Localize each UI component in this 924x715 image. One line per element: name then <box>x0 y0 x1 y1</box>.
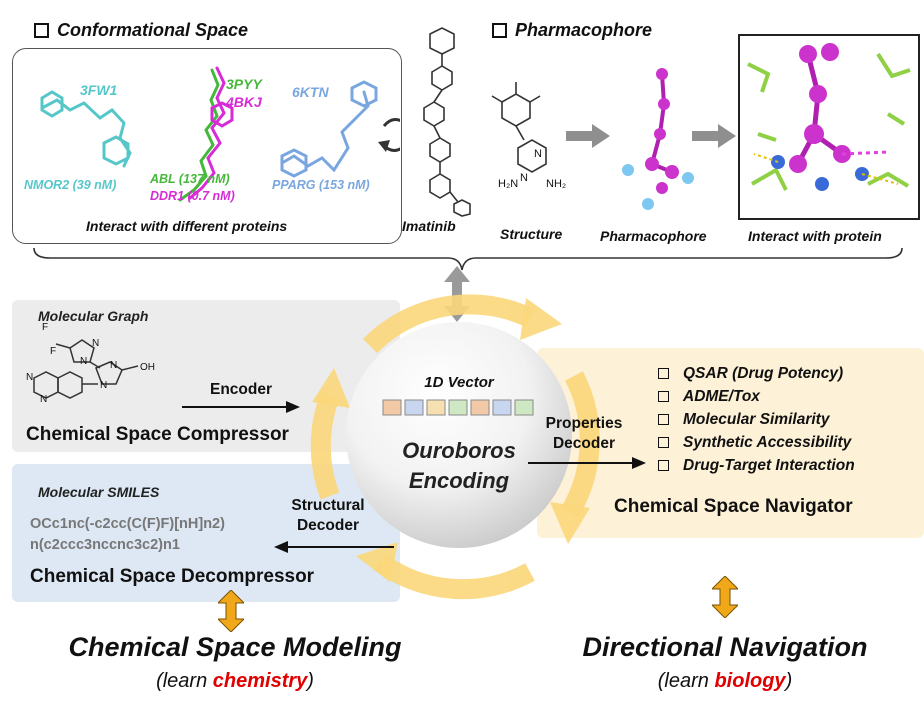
vector-cell <box>492 399 512 416</box>
atom-n6: N <box>40 394 48 405</box>
vector-cells <box>382 399 534 416</box>
checkbox-square-icon <box>658 460 669 471</box>
atom-n2: N <box>80 356 88 367</box>
navigator-item: Synthetic Accessibility <box>658 431 855 454</box>
vector-cell <box>514 399 534 416</box>
checkbox-square-icon <box>658 437 669 448</box>
decompressor-title: Chemical Space Decompressor <box>30 566 315 587</box>
orange-double-arrow-icon <box>712 576 738 618</box>
orange-double-arrow-icon <box>218 590 244 632</box>
navigator-list: QSAR (Drug Potency) ADME/Tox Molecular S… <box>658 362 855 477</box>
imatinib-structure <box>423 27 471 217</box>
navigator-item-label: QSAR (Drug Potency) <box>683 364 844 382</box>
molecular-graph-structure <box>33 339 139 399</box>
grouping-brace <box>33 247 903 271</box>
caption-pharmacophore: Pharmacophore <box>600 228 707 244</box>
pdb-code-6ktn: 6KTN <box>292 84 329 100</box>
checkbox-square-icon <box>34 23 49 38</box>
atom-oh: OH <box>140 362 155 373</box>
caption-interact-protein: Interact with protein <box>748 228 882 244</box>
molecular-smiles-label: Molecular SMILES <box>38 484 160 500</box>
subtitle-suffix: ) <box>307 670 314 692</box>
ouroboros-cycle-arrows <box>310 294 600 600</box>
structure-molecule <box>491 82 547 173</box>
gray-right-arrow-icon <box>566 124 610 148</box>
navigator-panel <box>537 348 924 538</box>
chemistry-highlight: chemistry <box>212 670 308 692</box>
atom-n3: N <box>110 360 118 371</box>
navigator-item: Drug-Target Interaction <box>658 454 855 477</box>
learn-chemistry-subtitle: (learn chemistry) <box>20 670 450 693</box>
atom-n1: N <box>92 338 100 349</box>
checkbox-square-icon <box>658 391 669 402</box>
ouroboros-title-line2: Encoding <box>408 468 510 493</box>
learn-biology-subtitle: (learn biology) <box>520 670 924 693</box>
atom-label-n1: N <box>534 148 542 160</box>
encoder-label: Encoder <box>209 381 272 398</box>
structural-decoder-label-2: Decoder <box>296 517 360 534</box>
atom-label-n2: N <box>520 172 528 184</box>
navigator-item: ADME/Tox <box>658 385 855 408</box>
caption-imatinib: Imatinib <box>402 218 456 234</box>
checkbox-square-icon <box>492 23 507 38</box>
subtitle-suffix: ) <box>785 670 793 692</box>
subtitle-prefix: (learn <box>156 670 213 692</box>
vector-cell <box>404 399 424 416</box>
vector-cell <box>426 399 446 416</box>
directional-navigation-title: Directional Navigation <box>582 632 868 662</box>
navigator-item: Molecular Similarity <box>658 408 855 431</box>
properties-arrow-icon <box>528 457 646 469</box>
affinity-pparg: PPARG (153 nM) <box>272 178 370 192</box>
pdb-code-3pyy: 3PYY <box>226 76 262 92</box>
ouroboros-title-line1: Ouroboros <box>402 438 516 463</box>
conformer-molecules-illustration <box>40 66 400 202</box>
vector-label: 1D Vector <box>424 374 494 391</box>
atom-n5: N <box>26 372 34 383</box>
conformational-space-box <box>12 48 402 244</box>
checkbox-square-icon <box>658 414 669 425</box>
navigator-item-label: ADME/Tox <box>683 387 760 405</box>
pharmacophore-heading: Pharmacophore <box>492 20 652 41</box>
atom-f1: F <box>42 322 49 333</box>
atom-n4: N <box>100 380 108 391</box>
smiles-line2: n(c2ccc3nccnc3c2)n1 <box>30 537 180 553</box>
navigator-title: Chemical Space Navigator <box>614 496 853 517</box>
encoder-arrow-icon <box>182 401 300 413</box>
atom-f2: F <box>50 346 57 357</box>
pharmacophore-title: Pharmacophore <box>515 20 653 40</box>
biology-highlight: biology <box>714 670 786 692</box>
pdb-code-3fw1: 3FW1 <box>80 82 118 98</box>
caption-different-proteins: Interact with different proteins <box>86 218 288 234</box>
caption-structure: Structure <box>500 226 563 242</box>
ouroboros-sphere <box>346 322 572 548</box>
affinity-nmor2: NMOR2 (39 nM) <box>24 178 117 192</box>
conformational-space-heading: Conformational Space <box>34 20 248 41</box>
properties-decoder-label-1: Properties <box>545 415 623 432</box>
smiles-line1: OCc1nc(-c2cc(C(F)F)[nH]n2) <box>30 516 225 532</box>
affinity-abl: ABL (137 nM) <box>150 172 230 186</box>
structural-decoder-label-1: Structural <box>291 497 365 514</box>
molecular-graph-label: Molecular Graph <box>38 308 149 324</box>
atom-label-h2n: H₂N <box>498 178 519 190</box>
protein-interaction-image <box>738 34 920 220</box>
navigator-item-label: Molecular Similarity <box>683 410 830 428</box>
navigator-item-label: Synthetic Accessibility <box>683 433 852 451</box>
chemical-space-modeling-title: Chemical Space Modeling <box>68 632 402 662</box>
vector-cell <box>382 399 402 416</box>
atom-label-nh2: NH₂ <box>546 178 567 190</box>
vector-cell <box>470 399 490 416</box>
gray-right-arrow-icon <box>692 124 736 148</box>
decoder-left-arrow-icon <box>274 541 394 553</box>
subtitle-prefix: (learn <box>657 670 715 692</box>
vector-cell <box>448 399 468 416</box>
affinity-ddr1: DDR1 (0.7 nM) <box>150 189 235 203</box>
navigator-item: QSAR (Drug Potency) <box>658 362 855 385</box>
compressor-title: Chemical Space Compressor <box>26 424 289 445</box>
checkbox-square-icon <box>658 368 669 379</box>
properties-decoder-label-2: Decoder <box>552 435 616 452</box>
pharmacophore-model <box>622 68 694 210</box>
pdb-code-4bkj: 4BKJ <box>226 94 262 110</box>
conformational-space-title: Conformational Space <box>57 20 249 40</box>
navigator-item-label: Drug-Target Interaction <box>683 456 855 474</box>
